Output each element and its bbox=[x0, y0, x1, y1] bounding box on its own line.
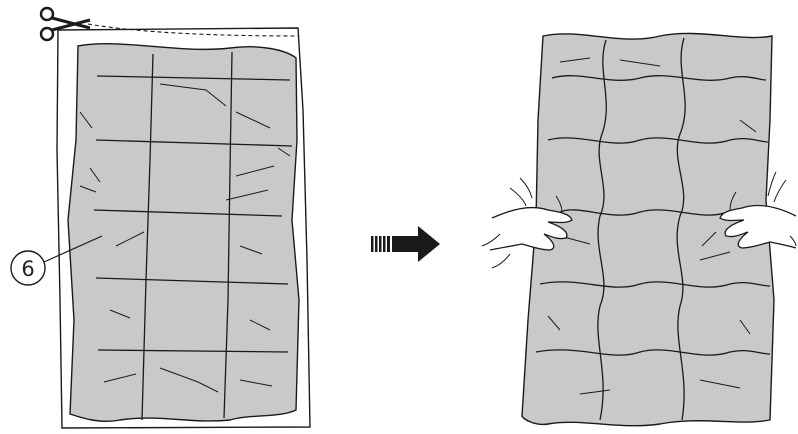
packaged-duvet bbox=[57, 24, 310, 428]
callout-label: 6 bbox=[21, 257, 34, 281]
arrow-right-icon bbox=[371, 226, 440, 262]
compressed-duvet bbox=[68, 44, 299, 422]
